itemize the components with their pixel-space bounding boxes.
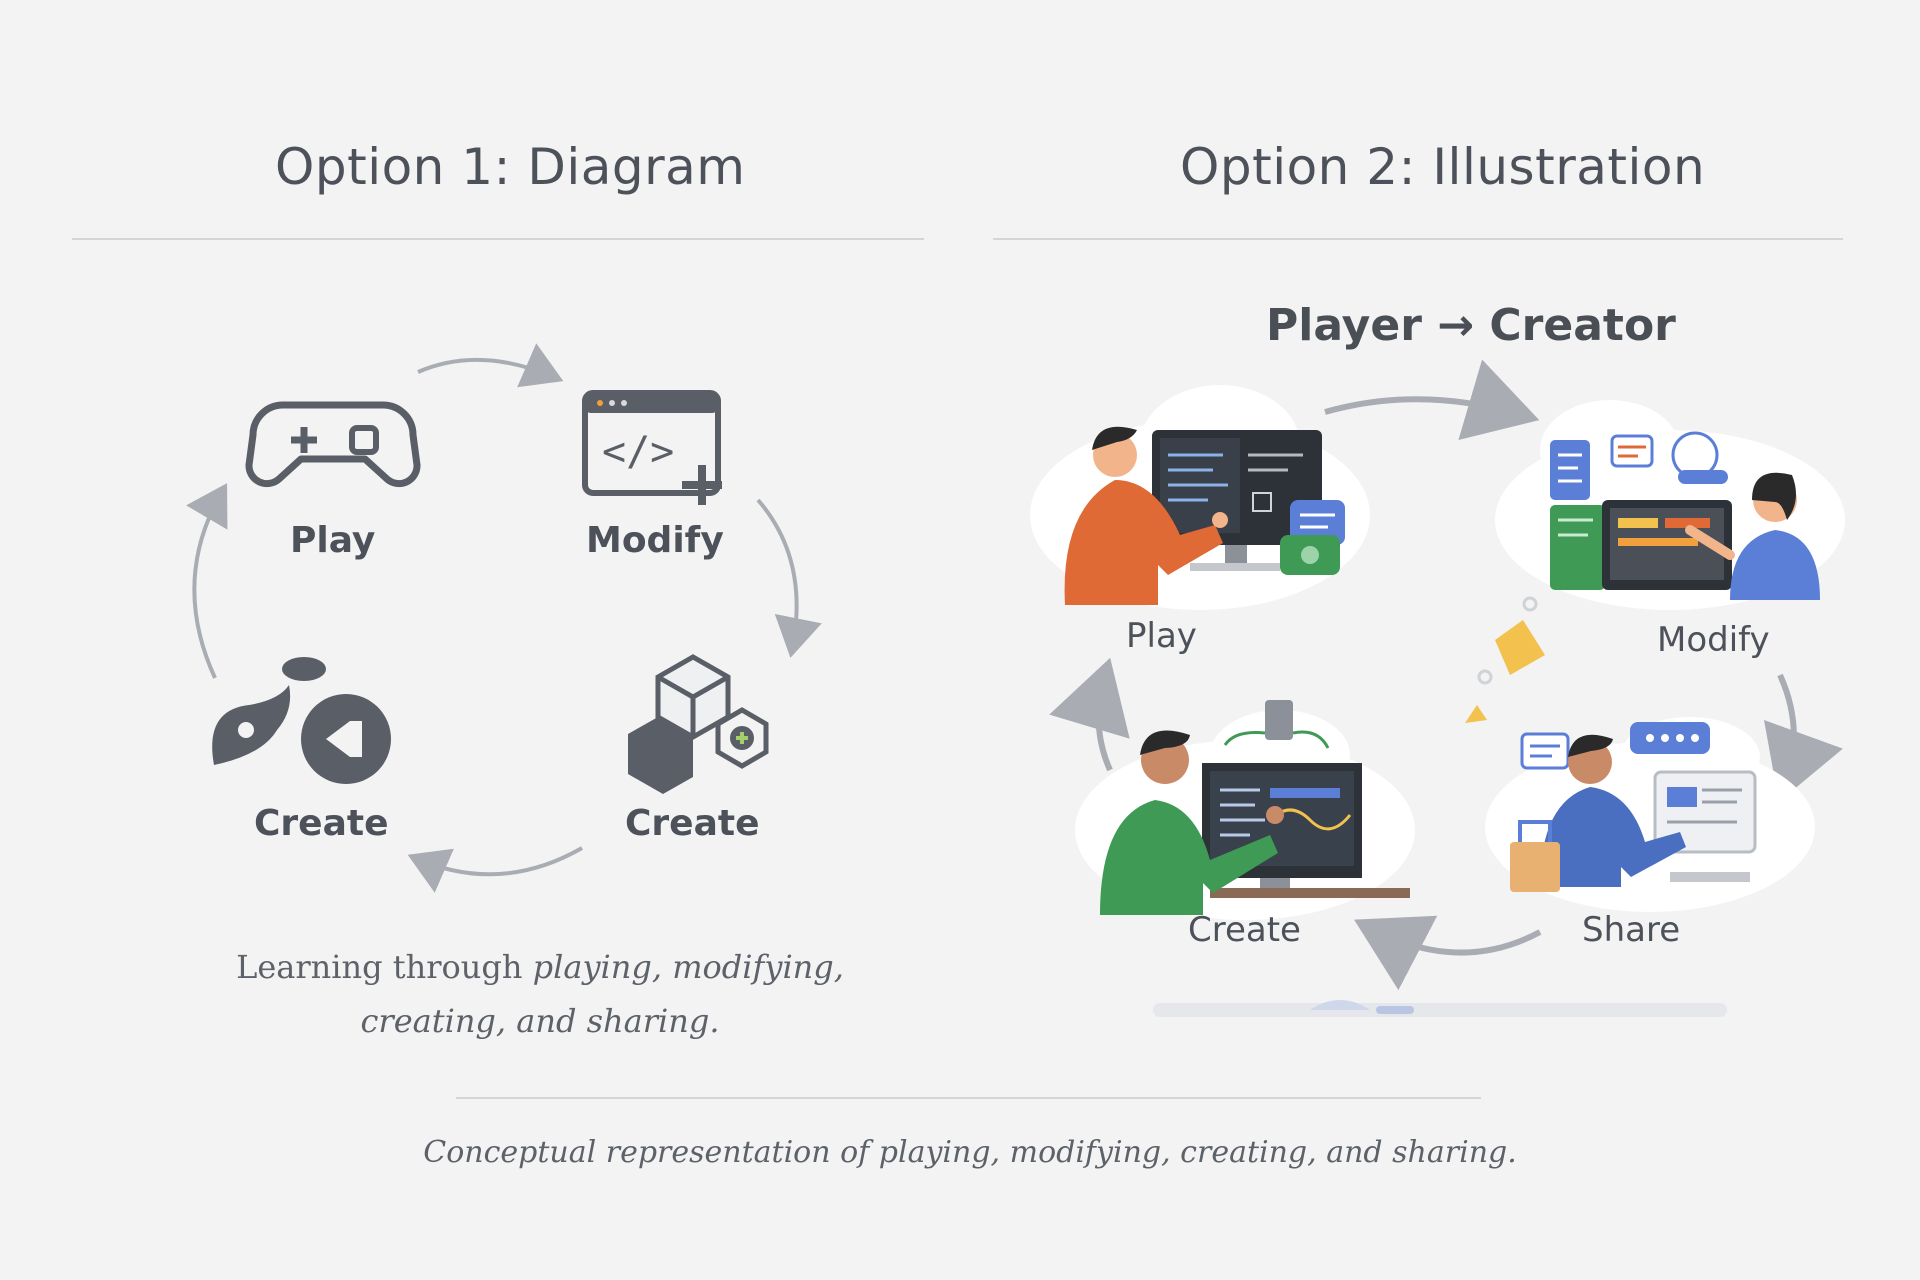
option1-heading: Option 1: Diagram — [275, 138, 746, 196]
scene-share-label: Share — [1582, 910, 1681, 950]
option2-divider — [993, 238, 1843, 240]
brush-palette-icon — [212, 657, 391, 784]
option2-heading: Option 2: Illustration — [1180, 138, 1706, 196]
create-scene-illustration — [1075, 700, 1415, 920]
caption-italic-text-2: creating, and sharing. — [360, 1002, 720, 1040]
floating-decorations — [1465, 596, 1545, 723]
cubes-icon — [628, 654, 769, 794]
create-right-label: Create — [625, 803, 760, 844]
footer-divider — [456, 1097, 1481, 1099]
floor-reflection — [1153, 1000, 1727, 1017]
option1-caption: Learning through playing, modifying, cre… — [230, 940, 850, 1048]
caption-plain-text: Learning through — [236, 948, 523, 986]
scene-modify-label: Modify — [1657, 620, 1770, 660]
modify-scene-illustration — [1495, 400, 1845, 610]
code-window-icon: </> — [582, 390, 722, 505]
player-creator-subtitle: Player → Creator — [1266, 300, 1676, 351]
option1-divider — [72, 238, 924, 240]
footer-caption: Conceptual representation of playing, mo… — [423, 1135, 1517, 1170]
share-scene-illustration — [1485, 717, 1815, 912]
play-label: Play — [290, 520, 376, 561]
gamepad-icon — [245, 401, 421, 488]
play-scene-illustration — [1030, 385, 1370, 610]
caption-italic-text-1: playing, modifying, — [532, 948, 844, 986]
scene-create-label: Create — [1188, 910, 1301, 950]
scene-play-label: Play — [1126, 616, 1197, 656]
svg-text:</>: </> — [602, 429, 674, 475]
modify-label: Modify — [586, 520, 724, 561]
create-left-label: Create — [254, 803, 389, 844]
